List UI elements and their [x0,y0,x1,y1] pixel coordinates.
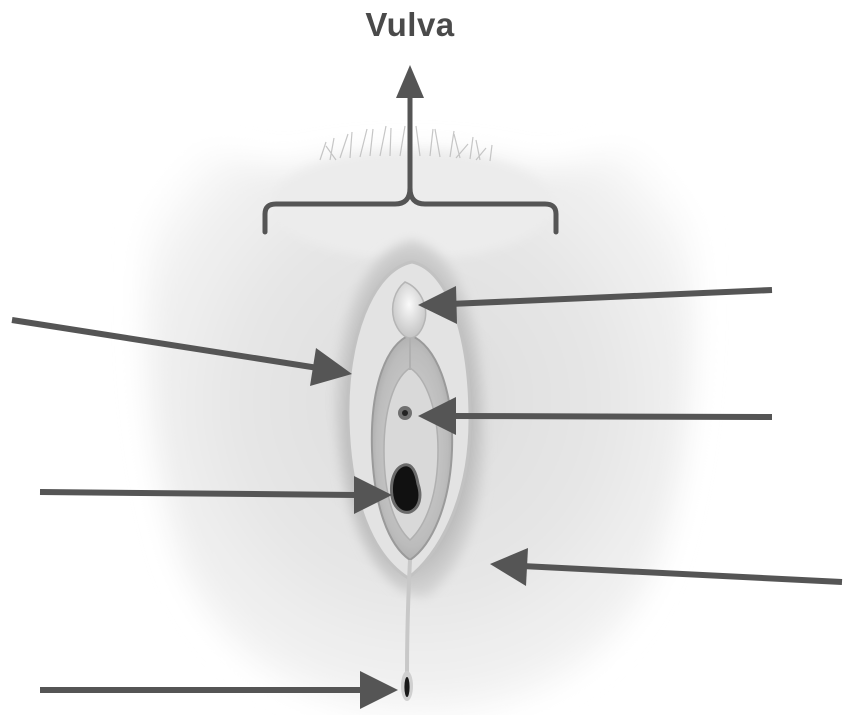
vaginal-opening [392,465,420,513]
